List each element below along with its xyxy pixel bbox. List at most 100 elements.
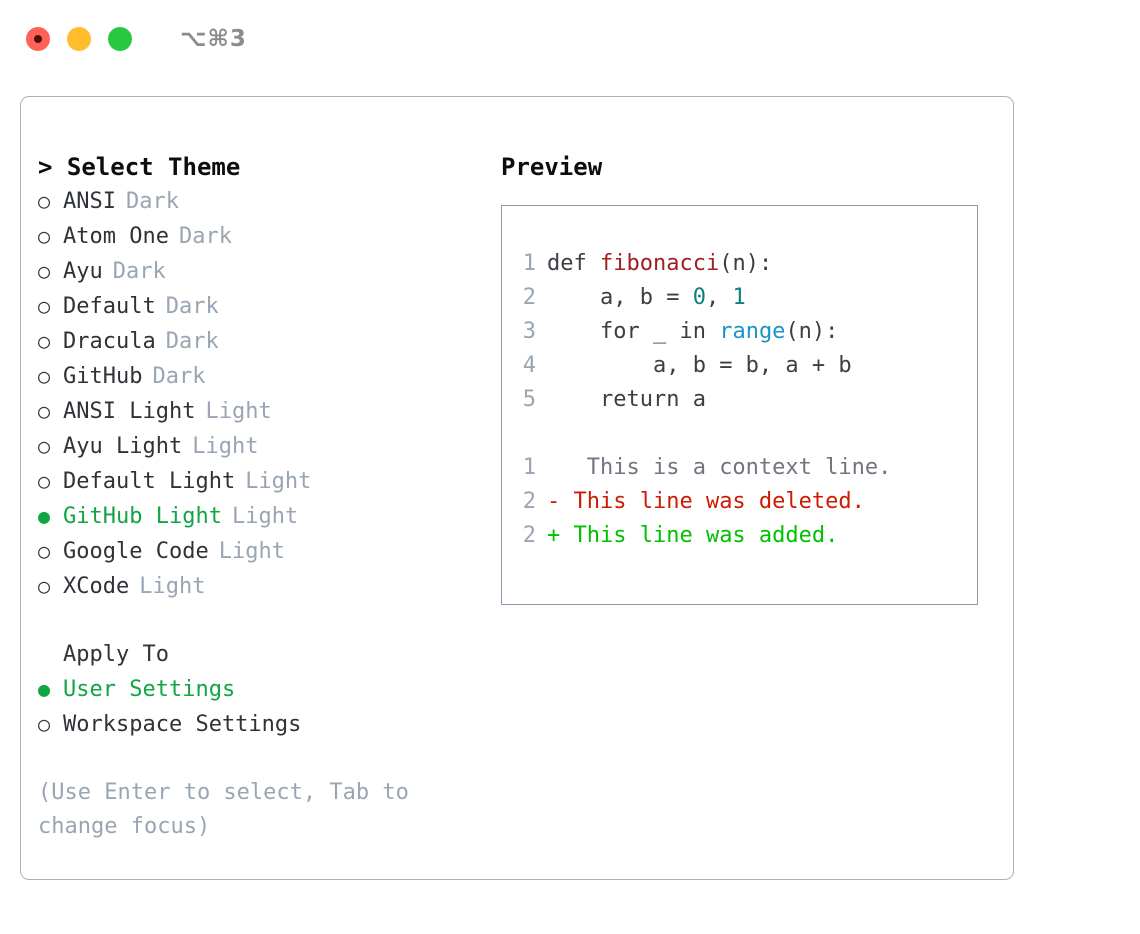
theme-variant-tag: Light xyxy=(245,469,312,494)
diff-line-del: 2- This line was deleted. xyxy=(520,485,971,519)
line-number: 2 xyxy=(522,285,536,310)
traffic-lights xyxy=(26,27,132,51)
diff-sign: - xyxy=(547,489,561,514)
theme-option-label: Atom One xyxy=(63,224,169,249)
select-theme-heading: > Select Theme xyxy=(38,153,241,181)
theme-option-label: Default Light xyxy=(63,469,236,494)
theme-option[interactable]: ○ Default Light Light xyxy=(38,464,488,499)
diff-line-ctx: 1 This is a context line. xyxy=(520,451,971,485)
radio-unselected-icon: ○ xyxy=(38,364,51,388)
code-token-plain: (n): xyxy=(719,251,773,276)
line-number: 2 xyxy=(522,523,536,548)
line-number: 1 xyxy=(522,455,536,480)
theme-variant-tag: Light xyxy=(218,539,285,564)
code-line: 5 return a xyxy=(520,383,971,417)
radio-unselected-icon: ○ xyxy=(38,469,51,493)
diff-sample: 1 This is a context line.2- This line wa… xyxy=(520,451,971,553)
theme-option-label: GitHub Light xyxy=(63,504,222,529)
theme-variant-tag: Dark xyxy=(112,259,166,284)
code-indent xyxy=(547,319,600,344)
code-token-plain: (n): xyxy=(785,319,839,344)
line-number: 2 xyxy=(522,489,536,514)
preview-spacer xyxy=(520,417,971,451)
code-token-plain: , xyxy=(705,285,733,310)
theme-option-label: Ayu Light xyxy=(63,434,183,459)
radio-unselected-icon: ○ xyxy=(38,259,51,283)
diff-text: This line was added. xyxy=(560,523,839,548)
diff-sign xyxy=(547,455,560,480)
radio-unselected-icon: ○ xyxy=(38,294,51,318)
apply-to-option-label: User Settings xyxy=(63,677,236,702)
maximize-window-button[interactable] xyxy=(108,27,132,51)
apply-to-heading: Apply To xyxy=(63,642,169,667)
code-line: 1 def fibonacci(n): xyxy=(520,247,971,281)
diff-text: This is a context line. xyxy=(560,455,892,480)
code-indent xyxy=(547,353,653,378)
theme-option-label: Ayu xyxy=(63,259,103,284)
code-token-plain: return a xyxy=(599,387,706,412)
line-number: 5 xyxy=(522,387,536,412)
code-line: 4 a, b = b, a + b xyxy=(520,349,971,383)
theme-option-label: XCode xyxy=(63,574,130,599)
line-number: 3 xyxy=(522,319,536,344)
code-token-plain: a, b = b, a + b xyxy=(652,353,852,378)
code-indent xyxy=(547,387,600,412)
radio-unselected-icon: ○ xyxy=(38,712,51,736)
radio-unselected-icon: ○ xyxy=(38,574,51,598)
apply-to-list[interactable]: ● User Settings ○Workspace Settings xyxy=(38,672,488,742)
line-number: 4 xyxy=(522,353,536,378)
diff-text: This line was deleted. xyxy=(560,489,865,514)
keyboard-hint-text: (Use Enter to select, Tab to change focu… xyxy=(38,780,409,839)
radio-selected-icon: ● xyxy=(38,504,51,528)
apply-to-option[interactable]: ○Workspace Settings xyxy=(38,707,488,742)
code-token-plain: def xyxy=(547,251,600,276)
code-token-plain: for _ in xyxy=(599,319,720,344)
theme-option[interactable]: ○ Ayu Dark xyxy=(38,254,488,289)
line-number: 1 xyxy=(522,251,536,276)
code-line: 2 a, b = 0, 1 xyxy=(520,281,971,315)
theme-option-label: ANSI Light xyxy=(63,399,196,424)
theme-option-label: Default xyxy=(63,294,156,319)
radio-selected-icon: ● xyxy=(38,677,51,701)
close-window-button[interactable] xyxy=(26,27,50,51)
theme-variant-tag: Dark xyxy=(165,329,219,354)
diff-sign: + xyxy=(547,523,561,548)
title-bar: ⌥⌘3 xyxy=(0,0,1140,78)
code-token-fn: fibonacci xyxy=(599,251,720,276)
code-token-plain: a, b = xyxy=(599,285,693,310)
theme-variant-tag: Dark xyxy=(178,224,232,249)
theme-option-label: Google Code xyxy=(63,539,209,564)
radio-unselected-icon: ○ xyxy=(38,189,51,213)
code-token-num: 1 xyxy=(732,285,746,310)
code-token-call: range xyxy=(719,319,786,344)
theme-option-label: GitHub xyxy=(63,364,143,389)
keyboard-shortcut-label: ⌥⌘3 xyxy=(180,26,247,52)
theme-option-label: Dracula xyxy=(63,329,156,354)
theme-variant-tag: Light xyxy=(192,434,259,459)
code-token-num: 0 xyxy=(692,285,706,310)
code-indent xyxy=(547,285,600,310)
apply-to-section: Apply To ● User Settings ○Workspace Settin… xyxy=(38,638,488,742)
theme-option[interactable]: ○ GitHub Dark xyxy=(38,359,488,394)
apply-to-option[interactable]: ● User Settings xyxy=(38,672,488,707)
minimize-window-button[interactable] xyxy=(67,27,91,51)
theme-variant-tag: Dark xyxy=(152,364,206,389)
theme-variant-tag: Dark xyxy=(125,189,179,214)
diff-line-add: 2 + This line was added. xyxy=(520,519,971,553)
